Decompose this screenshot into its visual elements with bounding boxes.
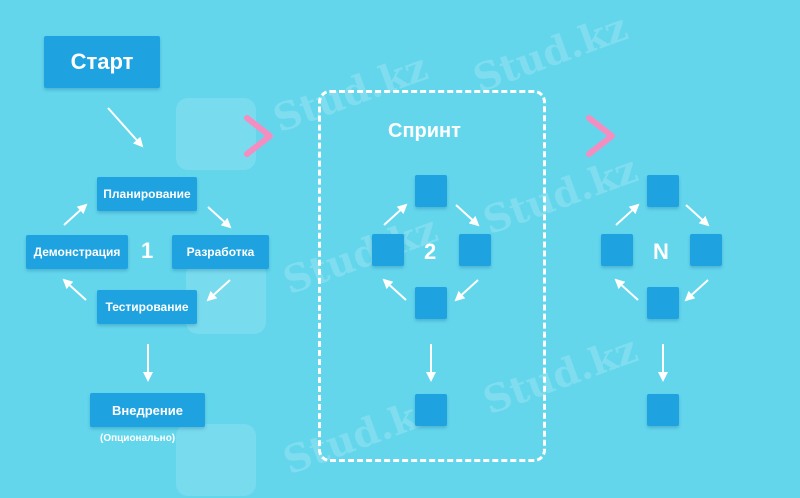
chevron-right-icon	[244, 115, 273, 157]
sprint-title: Спринт	[388, 120, 461, 142]
arrow	[685, 204, 710, 227]
demonstration-box: Демонстрация	[26, 235, 128, 269]
sprint2-top-square	[415, 175, 447, 207]
arrow	[382, 278, 407, 301]
arrow	[684, 279, 709, 302]
testing-box: Тестирование	[97, 290, 197, 324]
start-box: Старт	[44, 36, 160, 88]
optional-label: (Опционально)	[100, 433, 176, 444]
deploy-box: Внедрение	[90, 393, 205, 427]
cycle-number-1: 1	[141, 238, 154, 263]
watermark-logo-icon	[186, 262, 266, 334]
sprintn-deploy-square	[647, 394, 679, 426]
sprint-frame	[318, 90, 546, 462]
arrow	[63, 203, 88, 226]
sprintn-bottom-square	[647, 287, 679, 319]
arrow	[454, 279, 479, 302]
sprint-number-n: N	[653, 239, 669, 264]
sprint-number-2: 2	[424, 239, 437, 264]
sprint2-bottom-square	[415, 287, 447, 319]
arrow	[615, 203, 640, 226]
planning-box: Планирование	[97, 177, 197, 211]
sprint2-deploy-square	[415, 394, 447, 426]
arrow	[62, 278, 87, 301]
arrow	[107, 107, 144, 148]
arrow	[207, 206, 232, 229]
arrow	[455, 204, 480, 227]
watermark-logo-icon	[176, 98, 256, 170]
sprint2-right-square	[459, 234, 491, 266]
arrow	[614, 278, 639, 301]
sprintn-right-square	[690, 234, 722, 266]
sprintn-left-square	[601, 234, 633, 266]
watermark-logo-icon	[176, 424, 256, 496]
sprint2-left-square	[372, 234, 404, 266]
arrow	[383, 203, 408, 226]
arrow	[206, 279, 231, 302]
sprintn-top-square	[647, 175, 679, 207]
chevron-right-icon	[586, 115, 615, 157]
development-box: Разработка	[172, 235, 269, 269]
